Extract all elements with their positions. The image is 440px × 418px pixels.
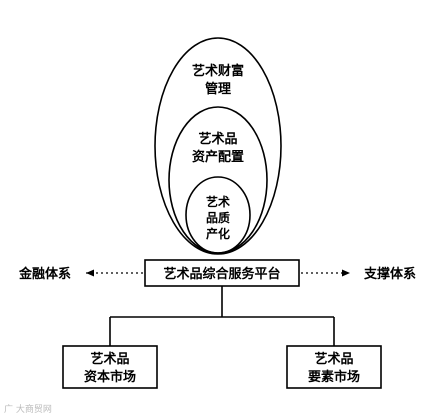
outer-label-line1: 艺术财富 [192,63,244,79]
inner-ellipse [185,176,251,254]
middle-label-line2: 资产配置 [192,149,244,165]
capital-market-line2: 资本市场 [84,369,136,385]
platform-label: 艺术品综合服务平台 [163,266,280,282]
capital-market-line1: 艺术品 [90,351,129,367]
middle-label-line1: 艺术品 [198,131,237,147]
factor-market-box [286,345,382,389]
right-system-label: 支撑体系 [363,266,416,282]
left-system-label: 金融体系 [18,266,71,282]
factor-market-line2: 要素市场 [308,369,360,385]
inner-label-line1: 艺术 [206,194,230,209]
inner-label-line3: 产化 [206,226,230,241]
watermark: 广 大商贸网 [4,403,52,415]
outer-label-line2: 管理 [205,81,231,97]
platform-box [144,259,300,287]
inner-label-line2: 品质 [206,210,230,225]
outer-ellipse [154,37,282,255]
factor-market-line1: 艺术品 [314,351,353,367]
capital-market-box [62,345,158,389]
